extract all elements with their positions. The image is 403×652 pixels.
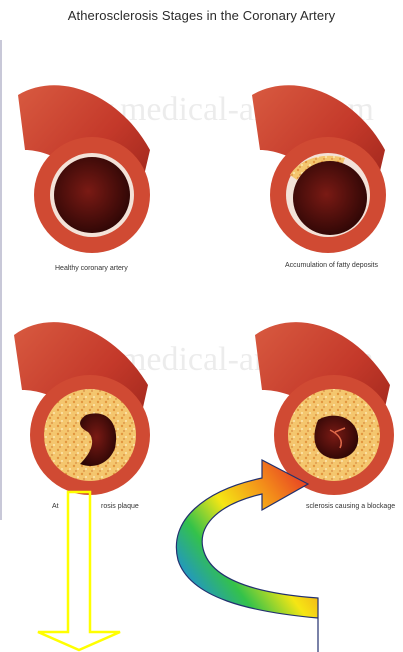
caption-plaque-left: At <box>52 503 59 510</box>
caption-fatty: Accumulation of fatty deposits <box>285 262 378 269</box>
caption-blockage: sclerosis causing a blockage <box>306 503 395 510</box>
curved-rainbow-arrow <box>176 460 318 652</box>
down-arrow <box>38 492 120 650</box>
caption-healthy: Healthy coronary artery <box>55 265 128 272</box>
caption-plaque-right: rosis plaque <box>101 503 139 510</box>
